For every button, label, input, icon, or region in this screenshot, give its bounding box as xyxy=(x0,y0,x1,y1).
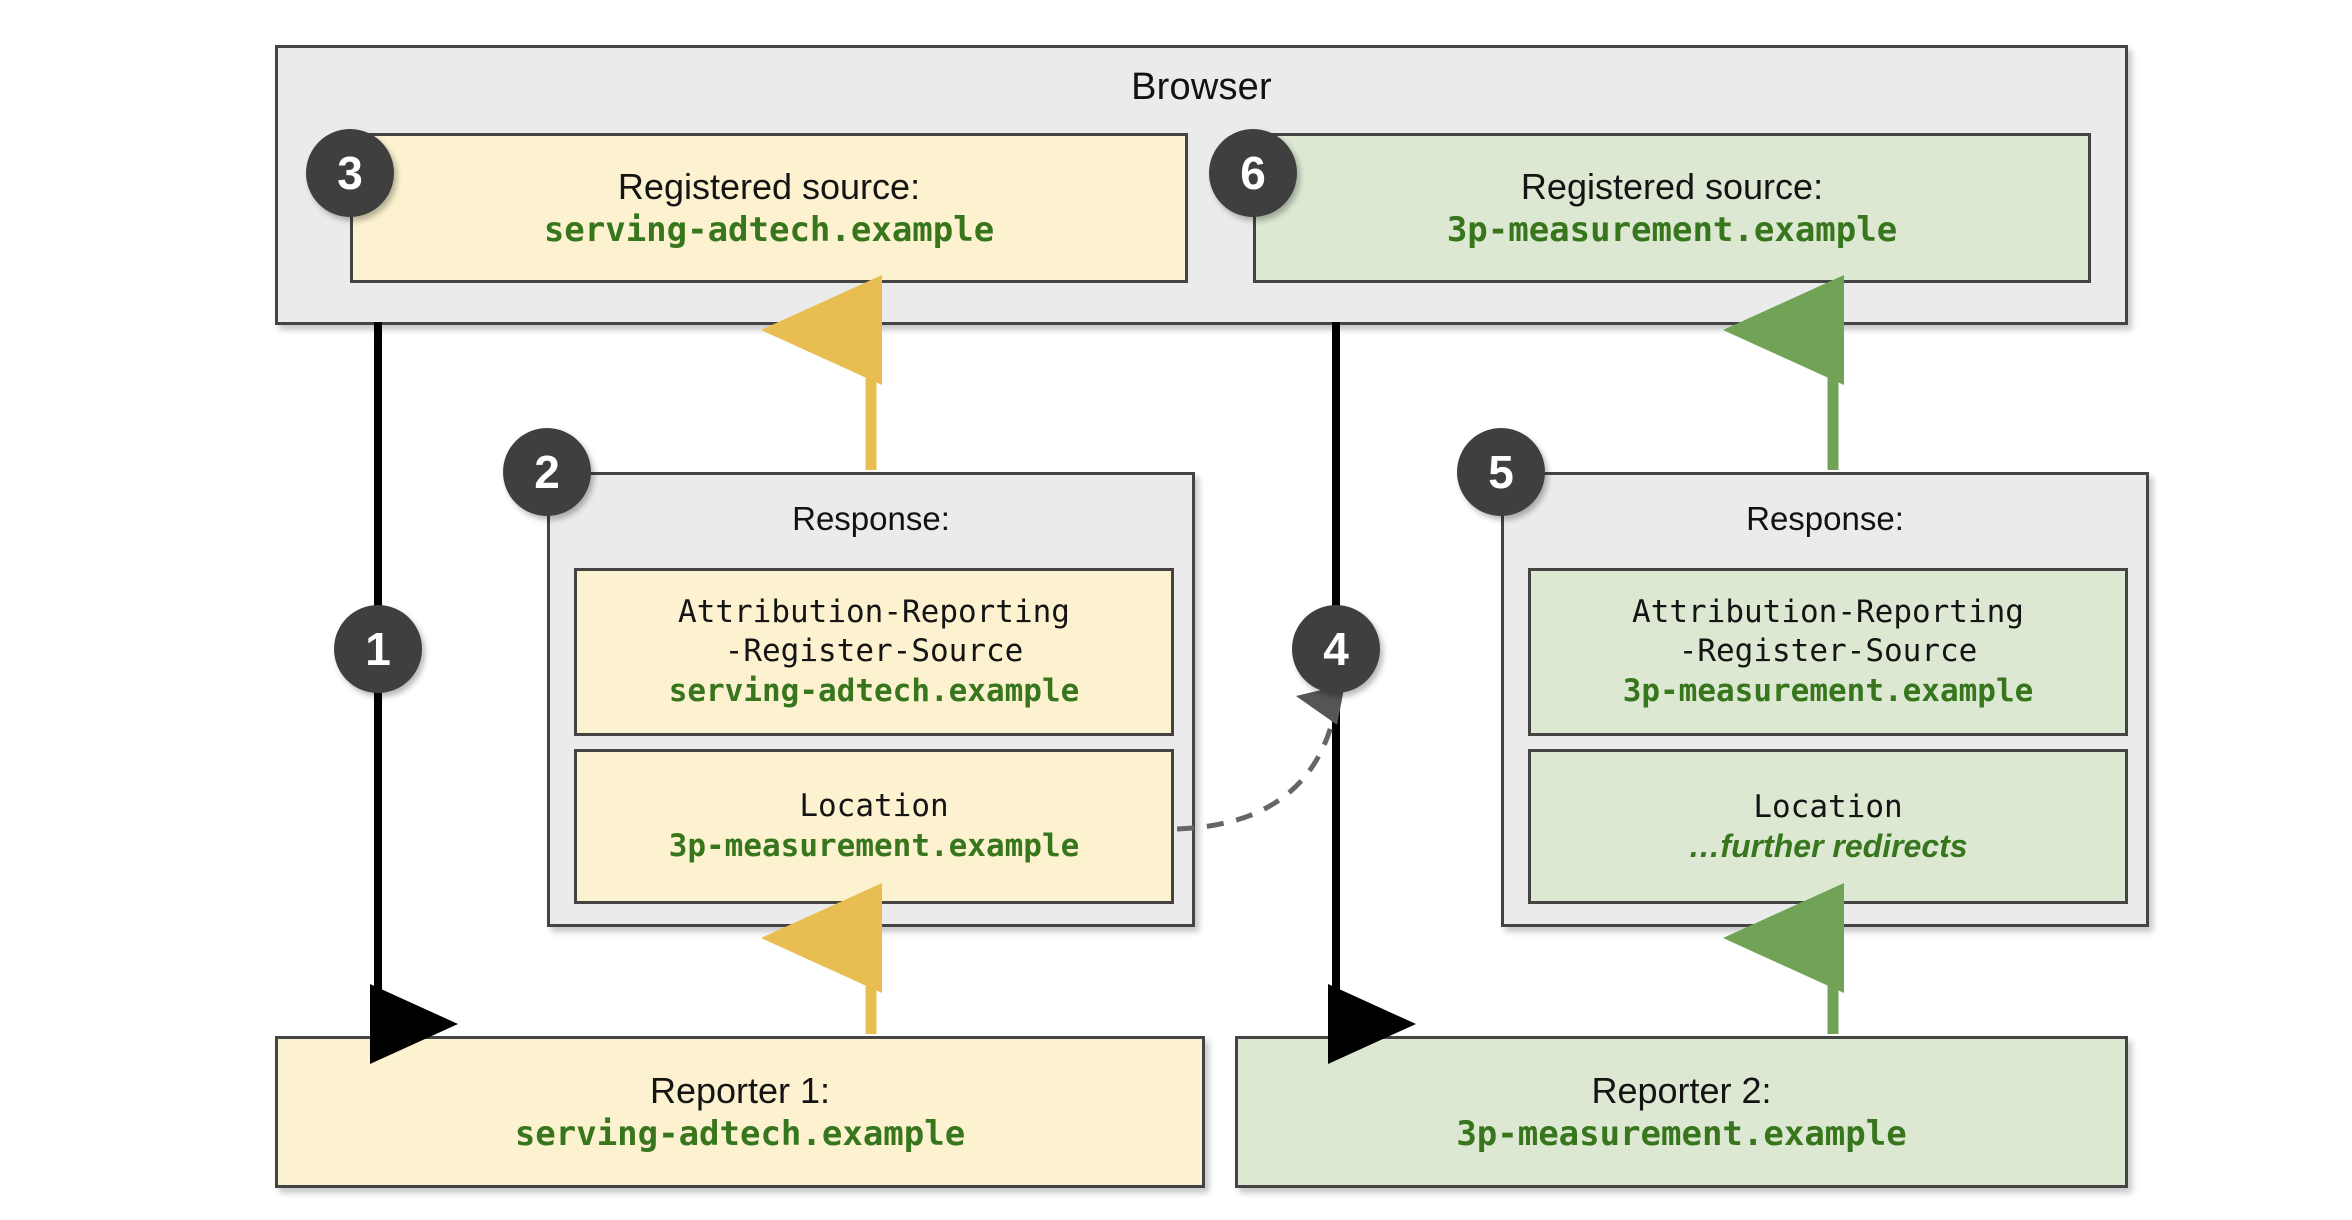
reporter-2-card[interactable]: Reporter 2: 3p-measurement.example xyxy=(1235,1036,2128,1188)
header-name-line-2: -Register-Source xyxy=(724,633,1024,670)
reporter-label: Reporter 2: xyxy=(1591,1069,1772,1111)
registered-source-card-3p-measurement[interactable]: Registered source: 3p-measurement.exampl… xyxy=(1253,133,2091,283)
step-badge-6[interactable]: 6 xyxy=(1209,129,1297,217)
reporter-value: serving-adtech.example xyxy=(514,1113,966,1154)
header-name-line-1: Location xyxy=(1753,789,1903,826)
header-name-line-2: -Register-Source xyxy=(1678,633,1978,670)
step-badge-1[interactable]: 1 xyxy=(334,605,422,693)
browser-title: Browser xyxy=(1131,66,1272,108)
step-badge-3[interactable]: 3 xyxy=(306,129,394,217)
header-value: 3p-measurement.example xyxy=(668,827,1080,864)
reporter-label: Reporter 1: xyxy=(649,1069,831,1111)
step-badge-2[interactable]: 2 xyxy=(503,428,591,516)
response-panel-2: Response: Attribution-Reporting -Registe… xyxy=(1501,472,2149,927)
reporter-value: 3p-measurement.example xyxy=(1456,1113,1907,1154)
header-name-line-1: Attribution-Reporting xyxy=(678,594,1070,631)
response-title: Response: xyxy=(1746,500,1904,537)
step-badge-4[interactable]: 4 xyxy=(1292,605,1380,693)
header-name-line-1: Attribution-Reporting xyxy=(1632,594,2024,631)
header-value: 3p-measurement.example xyxy=(1622,672,2034,709)
header-name-line-1: Location xyxy=(799,788,949,825)
response-header-register-source[interactable]: Attribution-Reporting -Register-Source 3… xyxy=(1528,568,2128,736)
header-value: serving-adtech.example xyxy=(668,672,1080,709)
header-value: …further redirects xyxy=(1688,827,1968,864)
response-header-location[interactable]: Location 3p-measurement.example xyxy=(574,749,1174,904)
response-title: Response: xyxy=(792,500,950,537)
registered-source-value: serving-adtech.example xyxy=(543,209,995,250)
registered-source-card-serving-adtech[interactable]: Registered source: serving-adtech.exampl… xyxy=(350,133,1188,283)
registered-source-value: 3p-measurement.example xyxy=(1446,209,1898,250)
response-panel-1: Response: Attribution-Reporting -Registe… xyxy=(547,472,1195,927)
redirect-dashed-arrow xyxy=(1176,684,1345,832)
registered-source-label: Registered source: xyxy=(1520,165,1824,207)
response-header-register-source[interactable]: Attribution-Reporting -Register-Source s… xyxy=(574,568,1174,736)
registered-source-label: Registered source: xyxy=(617,165,921,207)
reporter-1-card[interactable]: Reporter 1: serving-adtech.example xyxy=(275,1036,1205,1188)
response-header-location[interactable]: Location …further redirects xyxy=(1528,749,2128,904)
step-badge-5[interactable]: 5 xyxy=(1457,428,1545,516)
